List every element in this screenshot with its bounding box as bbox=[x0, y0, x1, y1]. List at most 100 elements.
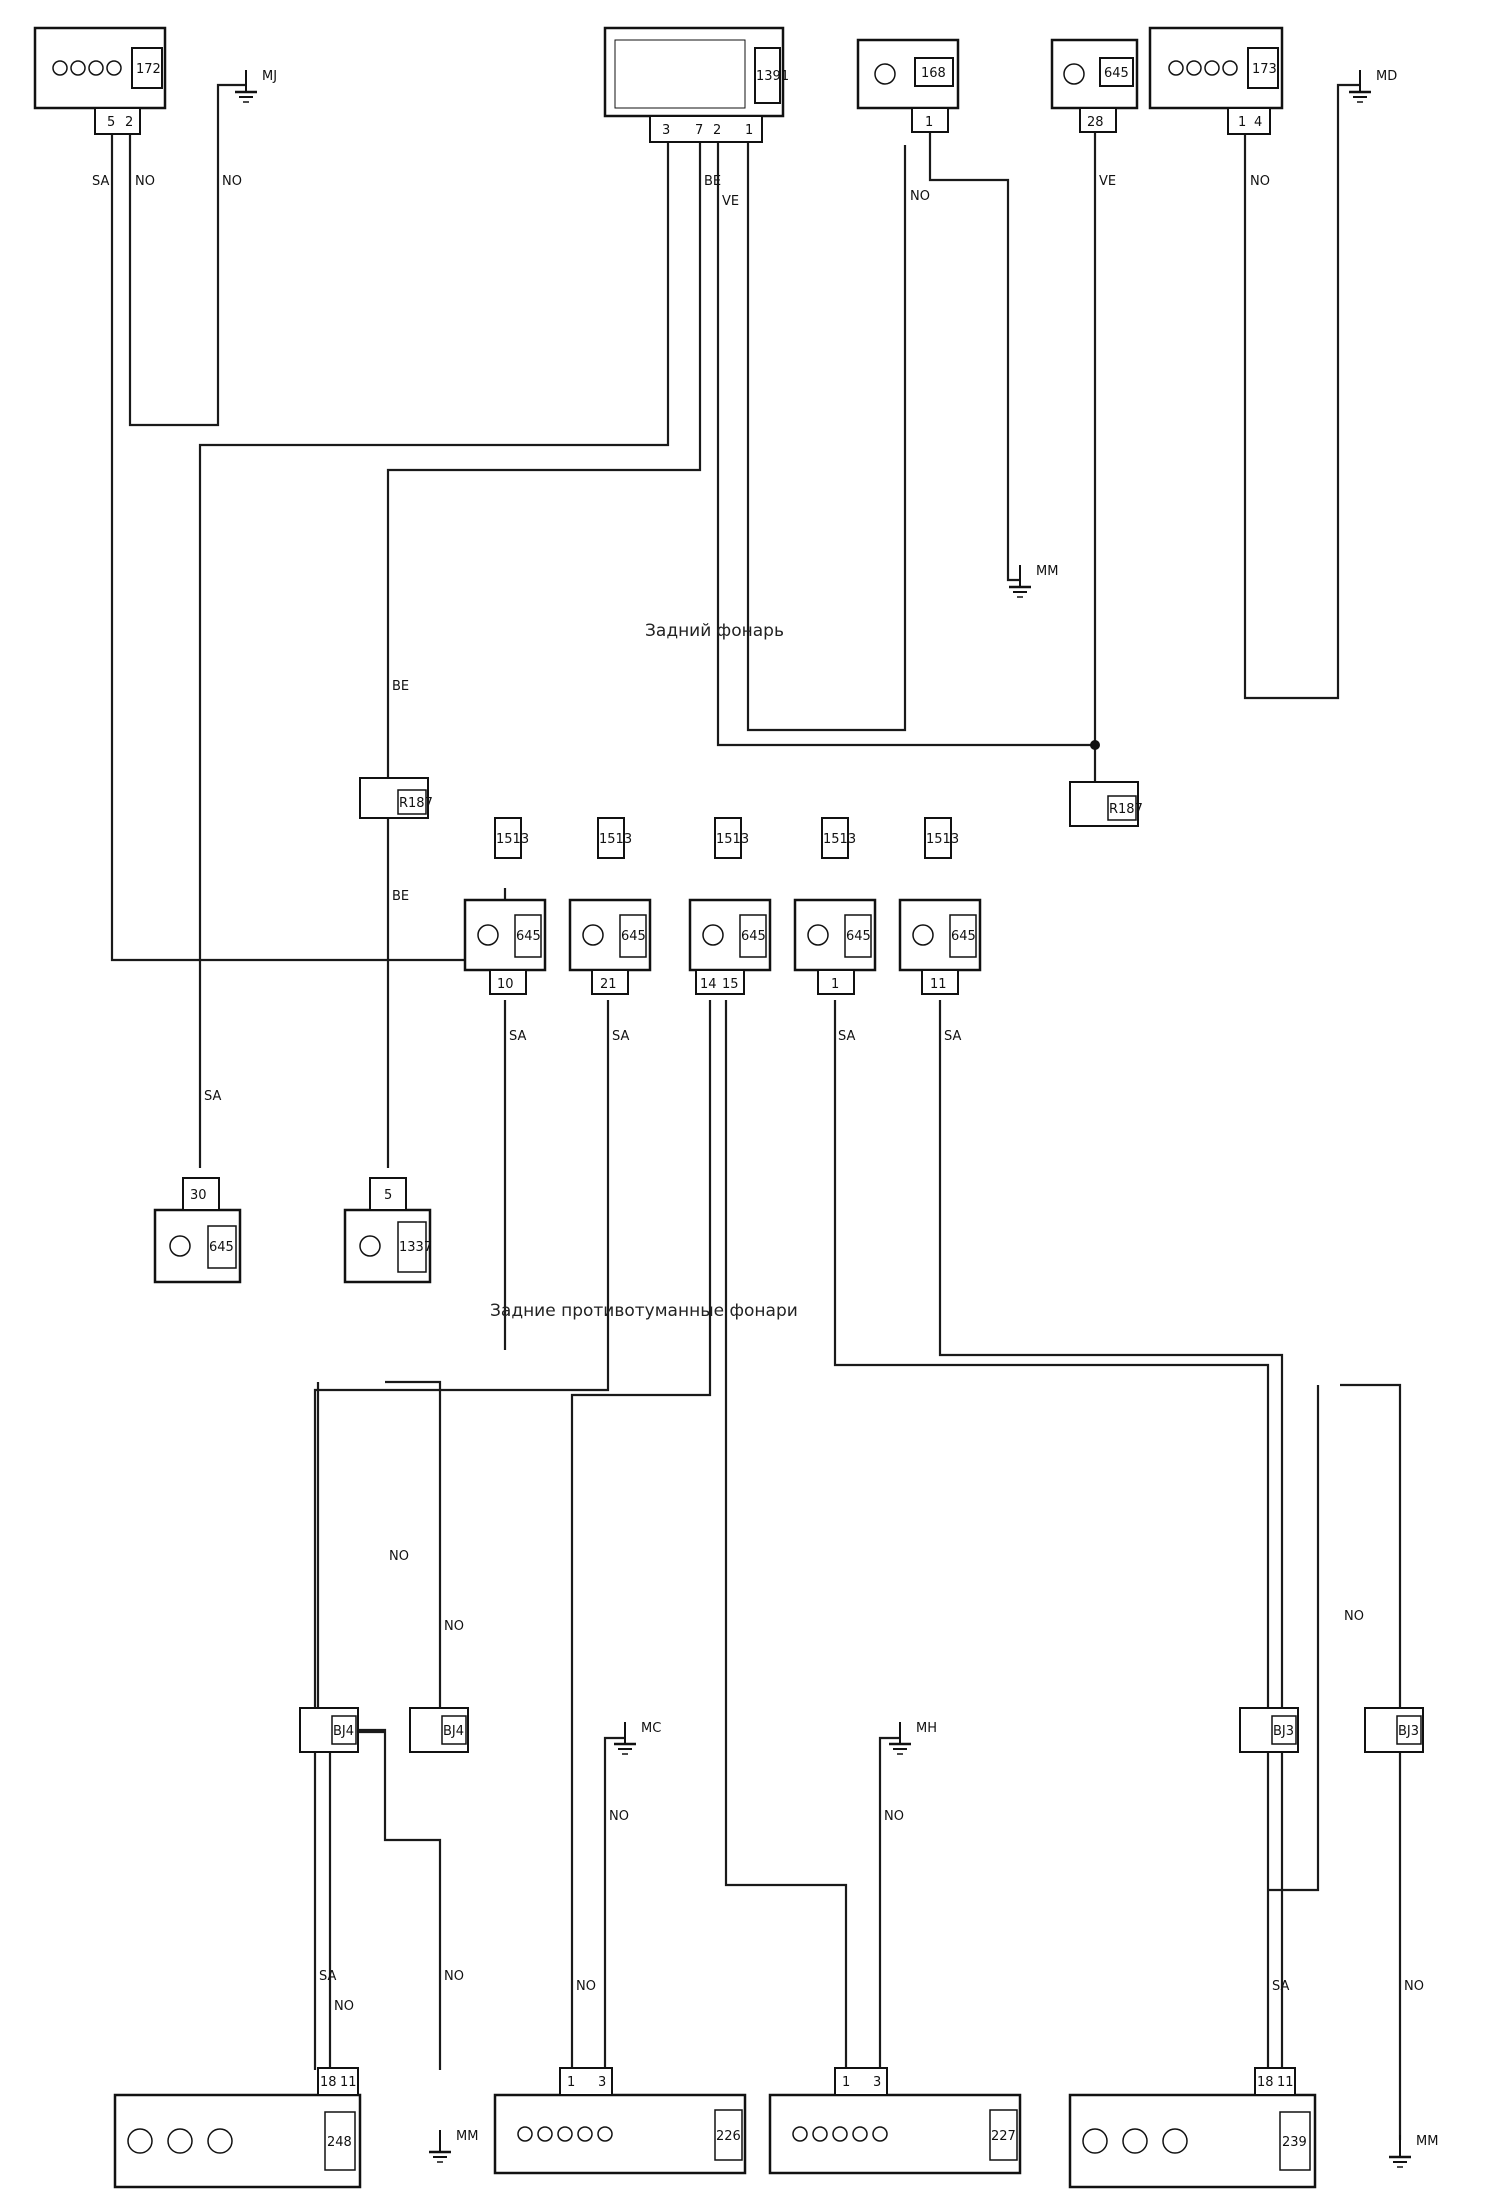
svg-text:2: 2 bbox=[713, 123, 721, 138]
ground-mm-bottom-left: MM bbox=[427, 2128, 478, 2164]
svg-text:SA: SA bbox=[509, 1029, 526, 1044]
svg-text:1: 1 bbox=[842, 2075, 850, 2090]
component-645-mid-2: 645 21 bbox=[568, 898, 652, 995]
svg-text:1: 1 bbox=[745, 123, 753, 138]
junction-dot bbox=[1090, 740, 1100, 750]
svg-text:1: 1 bbox=[831, 977, 839, 992]
ground-md: MD bbox=[1347, 68, 1397, 104]
svg-text:BJ3: BJ3 bbox=[1398, 1724, 1419, 1739]
svg-text:15: 15 bbox=[722, 977, 739, 992]
svg-text:MM: MM bbox=[1036, 564, 1058, 579]
svg-text:645: 645 bbox=[209, 1240, 234, 1255]
component-227: 227 1 3 bbox=[768, 2067, 1022, 2175]
component-645-mid-4: 645 1 bbox=[793, 898, 877, 995]
svg-text:4: 4 bbox=[1254, 115, 1262, 130]
connector-bj3-b: BJ3 bbox=[1364, 1707, 1424, 1753]
svg-text:30: 30 bbox=[190, 1188, 207, 1203]
svg-text:645: 645 bbox=[846, 929, 871, 944]
wire-1391-ve bbox=[716, 130, 1095, 747]
component-645-mid-3: 645 14 15 bbox=[688, 898, 772, 995]
connector-bj3-a: BJ3 bbox=[1239, 1707, 1299, 1753]
svg-text:3: 3 bbox=[662, 123, 670, 138]
svg-text:NO: NO bbox=[910, 189, 930, 204]
svg-text:MM: MM bbox=[1416, 2134, 1438, 2149]
wire-173 bbox=[1243, 83, 1360, 700]
svg-text:MJ: MJ bbox=[262, 69, 277, 84]
label-173: 173 bbox=[1252, 62, 1277, 77]
svg-text:3: 3 bbox=[598, 2075, 606, 2090]
wire-rev-ring bbox=[316, 1382, 442, 2070]
svg-text:NO: NO bbox=[609, 1809, 629, 1824]
fuse-tags: 1513 1513 1513 1513 1513 bbox=[494, 817, 959, 859]
svg-text:5: 5 bbox=[384, 1188, 392, 1203]
svg-text:NO: NO bbox=[135, 174, 155, 189]
wire-226-gnd bbox=[603, 1736, 625, 2070]
wires bbox=[110, 83, 1402, 2140]
connector-r187-b: R187 bbox=[1069, 781, 1143, 827]
connector-r187-a: R187 bbox=[359, 777, 433, 819]
component-645-mid-1: 645 10 bbox=[463, 898, 547, 995]
svg-text:R187: R187 bbox=[399, 796, 433, 811]
svg-text:SA: SA bbox=[944, 1029, 961, 1044]
ground-mh: MH bbox=[887, 1720, 937, 1756]
fuse-tag-5: 1513 bbox=[926, 832, 959, 847]
fuse-tag-3: 1513 bbox=[716, 832, 749, 847]
component-173: 173 1 4 bbox=[1148, 26, 1284, 135]
component-168: 168 1 bbox=[856, 38, 960, 133]
wire-168 bbox=[928, 130, 1020, 582]
wire-227-gnd bbox=[878, 1736, 900, 2070]
connector-bj4-a: BJ4 bbox=[299, 1707, 359, 1753]
svg-text:645: 645 bbox=[951, 929, 976, 944]
svg-text:1337: 1337 bbox=[399, 1240, 432, 1255]
label-168: 168 bbox=[921, 66, 946, 81]
component-226: 226 1 3 bbox=[493, 2067, 747, 2175]
svg-text:NO: NO bbox=[884, 1809, 904, 1824]
fuse-tag-1: 1513 bbox=[496, 832, 529, 847]
svg-text:7: 7 bbox=[695, 123, 703, 138]
component-645-mid-5: 645 11 bbox=[898, 898, 982, 995]
svg-text:BJ4: BJ4 bbox=[333, 1724, 354, 1739]
svg-text:NO: NO bbox=[334, 1999, 354, 2014]
wire-645b-down bbox=[313, 1000, 610, 2070]
wire-645c-14 bbox=[570, 1000, 712, 2070]
svg-text:11: 11 bbox=[930, 977, 947, 992]
svg-text:MD: MD bbox=[1376, 69, 1397, 84]
svg-text:BJ3: BJ3 bbox=[1273, 1724, 1294, 1739]
fuse-tag-2: 1513 bbox=[599, 832, 632, 847]
label-1391: 1391 bbox=[756, 69, 789, 84]
svg-text:VE: VE bbox=[722, 194, 739, 209]
svg-text:11: 11 bbox=[340, 2075, 357, 2090]
ground-mm-bottom-right: MM bbox=[1387, 2133, 1438, 2169]
ground-mm-top: MM bbox=[1007, 563, 1058, 599]
wire-172-mj bbox=[128, 83, 246, 427]
svg-text:1: 1 bbox=[567, 2075, 575, 2090]
svg-text:239: 239 bbox=[1282, 2135, 1307, 2150]
wire-labels: SA NO NO BE VE NO VE NO BE BE SA SA SA S… bbox=[92, 174, 1424, 2014]
svg-text:NO: NO bbox=[444, 1619, 464, 1634]
component-1337: 1337 5 bbox=[343, 1177, 432, 1284]
svg-text:R187: R187 bbox=[1109, 802, 1143, 817]
svg-text:227: 227 bbox=[991, 2129, 1016, 2144]
svg-text:MC: MC bbox=[641, 1721, 661, 1736]
component-239: 239 18 11 bbox=[1068, 2067, 1317, 2189]
svg-text:248: 248 bbox=[327, 2135, 352, 2150]
svg-text:SA: SA bbox=[319, 1969, 336, 1984]
svg-text:645: 645 bbox=[516, 929, 541, 944]
svg-text:VE: VE bbox=[1099, 174, 1116, 189]
wire-172-left bbox=[110, 130, 507, 962]
connector-bj4-b: BJ4 bbox=[409, 1707, 469, 1753]
component-645-top: 645 28 bbox=[1050, 38, 1139, 133]
svg-text:NO: NO bbox=[444, 1969, 464, 1984]
svg-text:5: 5 bbox=[107, 115, 115, 130]
svg-text:18: 18 bbox=[1257, 2075, 1274, 2090]
wire-645d-down bbox=[833, 1000, 1270, 2070]
svg-text:21: 21 bbox=[600, 977, 617, 992]
svg-text:NO: NO bbox=[1250, 174, 1270, 189]
label-172: 172 bbox=[136, 62, 161, 77]
svg-text:SA: SA bbox=[838, 1029, 855, 1044]
svg-text:2: 2 bbox=[125, 115, 133, 130]
svg-text:MM: MM bbox=[456, 2129, 478, 2144]
svg-text:645: 645 bbox=[621, 929, 646, 944]
svg-text:BJ4: BJ4 bbox=[443, 1724, 464, 1739]
